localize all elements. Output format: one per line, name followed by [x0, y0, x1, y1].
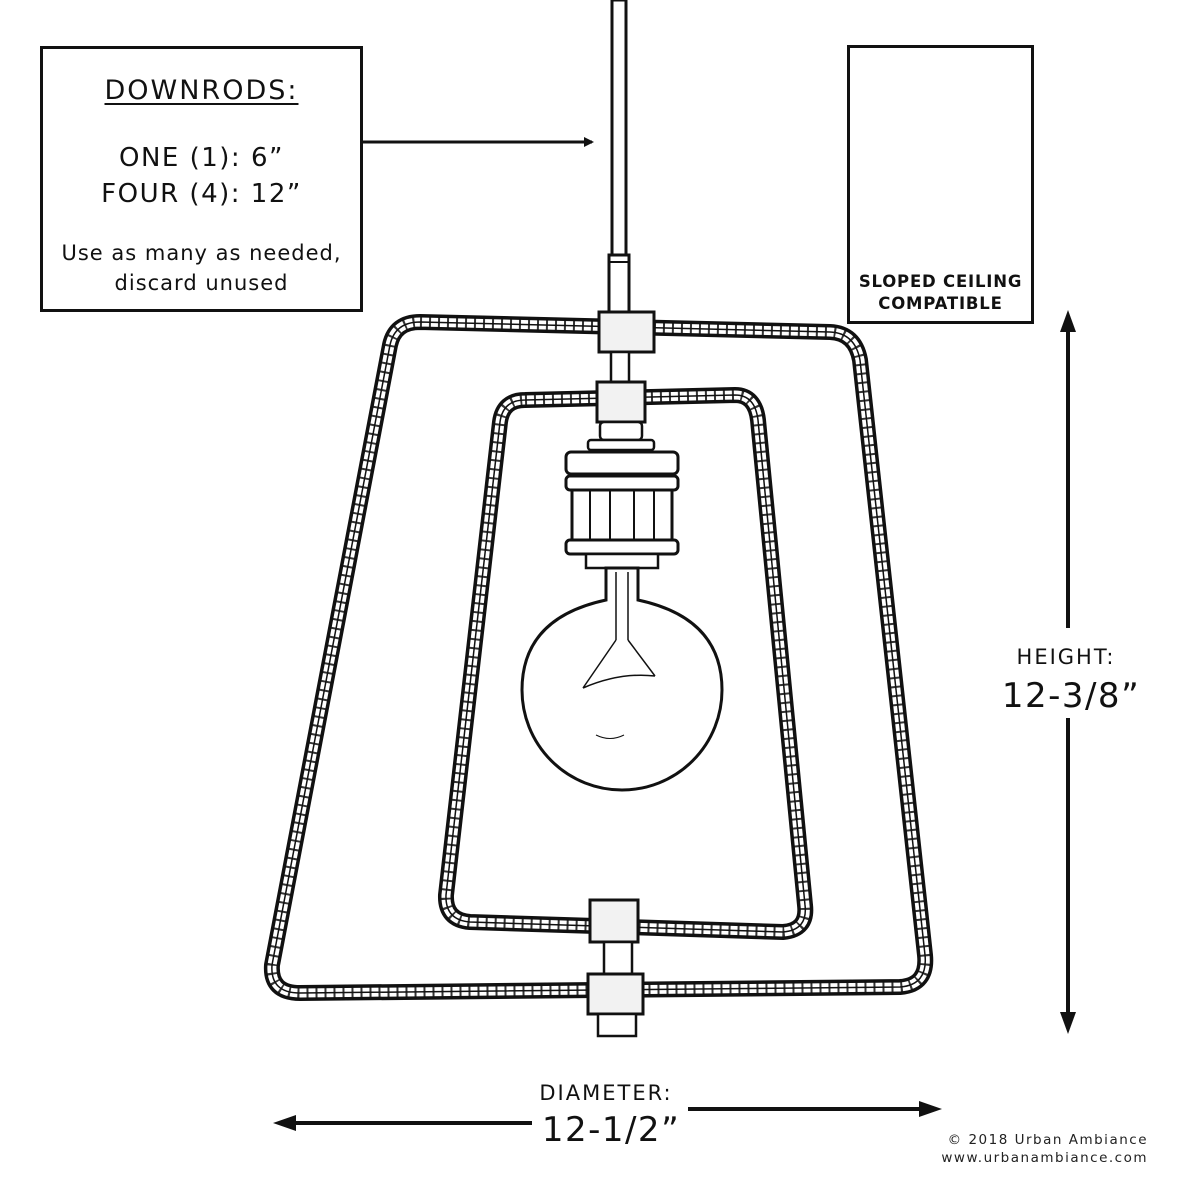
- downrod: [607, 0, 631, 314]
- height-value: 12-3/8”: [1001, 676, 1141, 716]
- outer-frame: [263, 314, 934, 1001]
- diameter-label: DIAMETER:: [539, 1081, 673, 1105]
- downrods-four: FOUR (4): 12”: [101, 179, 302, 209]
- height-label: HEIGHT:: [1016, 645, 1116, 669]
- downrods-note-line1: Use as many as needed,: [61, 241, 342, 265]
- sloped-ceiling-line2: COMPATIBLE: [878, 294, 1003, 313]
- website-text: www.urbanambiance.com: [941, 1150, 1148, 1166]
- diameter-dimension-arrow: [273, 1101, 942, 1131]
- light-bulb: [520, 566, 724, 792]
- height-dimension-arrow: [1060, 310, 1076, 1034]
- bulb-socket: [564, 420, 680, 570]
- inner-frame: [438, 387, 814, 940]
- frame-connectors: [586, 310, 656, 1038]
- downrods-note-line2: discard unused: [114, 271, 289, 295]
- copyright-text: © 2018 Urban Ambiance: [947, 1132, 1148, 1148]
- downrods-info-box: DOWNRODS: ONE (1): 6” FOUR (4): 12” Use …: [40, 46, 363, 312]
- diameter-value: 12-1/2”: [541, 1110, 681, 1150]
- downrods-title: DOWNRODS:: [104, 75, 299, 106]
- sloped-ceiling-line1: SLOPED CEILING: [858, 272, 1023, 291]
- sloped-ceiling-box: SLOPED CEILING COMPATIBLE: [847, 45, 1034, 324]
- downrods-one: ONE (1): 6”: [119, 143, 284, 173]
